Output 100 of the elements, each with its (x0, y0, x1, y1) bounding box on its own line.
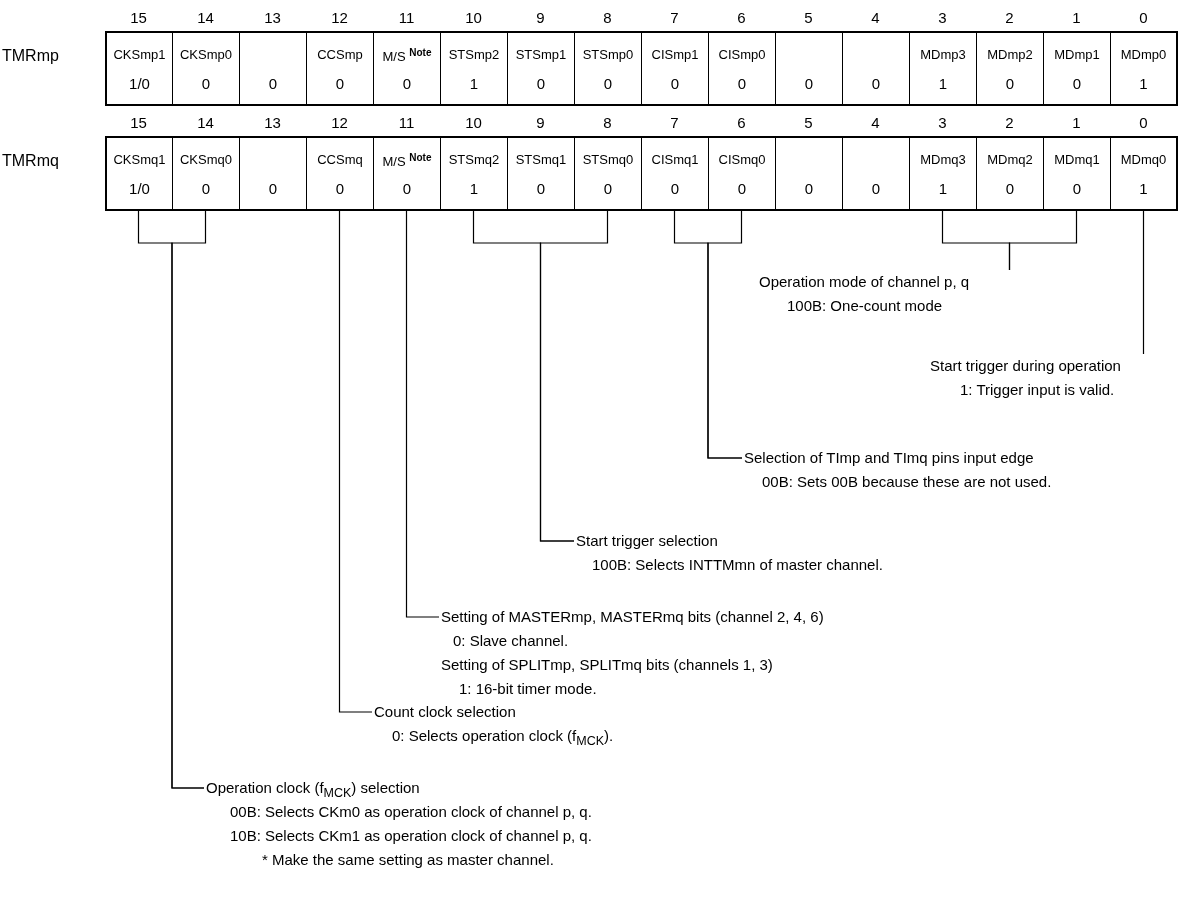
bit-cell (172, 136, 239, 211)
bit-number: 8 (602, 114, 613, 131)
bit-name: MDmp2 (986, 47, 1034, 62)
bit-value: 0 (267, 75, 279, 92)
bit-cell (507, 31, 574, 106)
bit-name: MDmp0 (1119, 47, 1168, 62)
bit-value: 0 (669, 75, 681, 92)
bit-number: 15 (129, 9, 148, 26)
description-text: 1: 16-bit timer mode. (458, 679, 598, 699)
bit-value: 0 (1004, 180, 1016, 197)
register-name: TMRmp (2, 47, 59, 65)
bit-cell (239, 31, 306, 106)
bit-cell (440, 136, 507, 211)
bit-number: 3 (937, 114, 948, 131)
description-text: 100B: One-count mode (786, 296, 944, 316)
bit-cell (574, 31, 641, 106)
bit-number: 8 (602, 9, 613, 26)
bit-cell (1110, 136, 1178, 211)
bit-name: M/S $^{Note}$ (381, 47, 433, 65)
bit-cell (708, 31, 775, 106)
bit-name: CCSmq (316, 152, 364, 167)
bit-value: 0 (602, 75, 614, 92)
bit-cell (909, 136, 976, 211)
bit-name: STSmq2 (447, 152, 501, 167)
bit-value: 0 (200, 180, 212, 197)
bit-name: M/S $^{Note}$ (381, 152, 433, 170)
bit-cell (105, 136, 172, 211)
leader-line (405, 210, 440, 618)
bit-value: 0 (267, 180, 279, 197)
bit-cell (1043, 136, 1110, 211)
leader-line (539, 210, 609, 542)
leader-line (707, 210, 743, 459)
bit-number: 14 (196, 114, 215, 131)
bit-name: CISmp0 (717, 47, 767, 62)
bit-number: 4 (870, 9, 881, 26)
bit-value: 1 (468, 75, 480, 92)
bit-name: MDmq0 (1119, 152, 1168, 167)
description-text: Operation clock (f$_{MCK}$) selection (205, 778, 421, 800)
leader-line (1008, 210, 1078, 271)
bit-cell (1043, 31, 1110, 106)
bit-value: 0 (736, 75, 748, 92)
description-text: 100B: Selects INTTMmn of master channel. (591, 555, 883, 575)
bit-cell (373, 136, 440, 211)
bit-value: 0 (401, 180, 413, 197)
description-text: Setting of MASTERmp, MASTERmq bits (channel 2, 4, 6) (440, 607, 824, 627)
bit-value: 0 (803, 180, 815, 197)
bit-cell (574, 136, 641, 211)
bit-number: 1 (1071, 114, 1082, 131)
bit-number: 7 (669, 9, 680, 26)
bit-cell (976, 31, 1043, 106)
bit-value: 1/0 (128, 75, 151, 92)
bit-number: 12 (330, 114, 349, 131)
bit-cell (239, 136, 306, 211)
bit-value: 0 (602, 180, 614, 197)
bit-number: 6 (736, 9, 747, 26)
description-text: Count clock selection (373, 702, 517, 722)
bit-number: 10 (464, 114, 483, 131)
bit-name: CKSmq0 (179, 152, 233, 167)
bit-name: CCSmp (316, 47, 364, 62)
bit-cell (373, 31, 440, 106)
bit-name: CISmp1 (650, 47, 700, 62)
bit-value: 1 (937, 180, 949, 197)
description-text: Start trigger selection (575, 531, 719, 551)
bit-number: 2 (1004, 114, 1015, 131)
bit-cell (1110, 31, 1178, 106)
bit-number: 13 (263, 114, 282, 131)
bit-cell (976, 136, 1043, 211)
bit-value: 1/0 (128, 180, 151, 197)
bit-cell (842, 136, 909, 211)
description-text: 00B: Sets 00B because these are not used. (761, 472, 1052, 492)
description-text: Setting of SPLITmp, SPLITmq bits (channels 1, 3) (440, 655, 774, 675)
description-text: * Make the same setting as master channel. (261, 850, 555, 870)
bit-name: MDmq3 (919, 152, 967, 167)
bit-name: MDmq2 (986, 152, 1034, 167)
bit-number: 13 (263, 9, 282, 26)
register-name: TMRmq (2, 152, 59, 170)
description-text: Operation mode of channel p, q (758, 272, 970, 292)
bit-cell (306, 31, 373, 106)
bit-cell (440, 31, 507, 106)
bit-name: MDmp3 (919, 47, 967, 62)
leader-line (1142, 210, 1145, 355)
bit-value: 0 (401, 75, 413, 92)
bit-value: 0 (1071, 75, 1083, 92)
bit-value: 0 (870, 75, 882, 92)
bit-cell (842, 31, 909, 106)
bit-name: CISmq0 (717, 152, 767, 167)
bit-number: 9 (535, 9, 546, 26)
bit-cell (306, 136, 373, 211)
bit-number: 15 (129, 114, 148, 131)
bit-number: 9 (535, 114, 546, 131)
bit-number: 12 (330, 9, 349, 26)
bit-name: CISmq1 (650, 152, 700, 167)
bit-number: 2 (1004, 9, 1015, 26)
description-text: Start trigger during operation (929, 356, 1121, 376)
bit-value: 1 (468, 180, 480, 197)
bit-number: 0 (1138, 114, 1149, 131)
bit-cell (708, 136, 775, 211)
bit-value: 0 (535, 180, 547, 197)
bit-value: 1 (937, 75, 949, 92)
bit-value: 0 (1071, 180, 1083, 197)
